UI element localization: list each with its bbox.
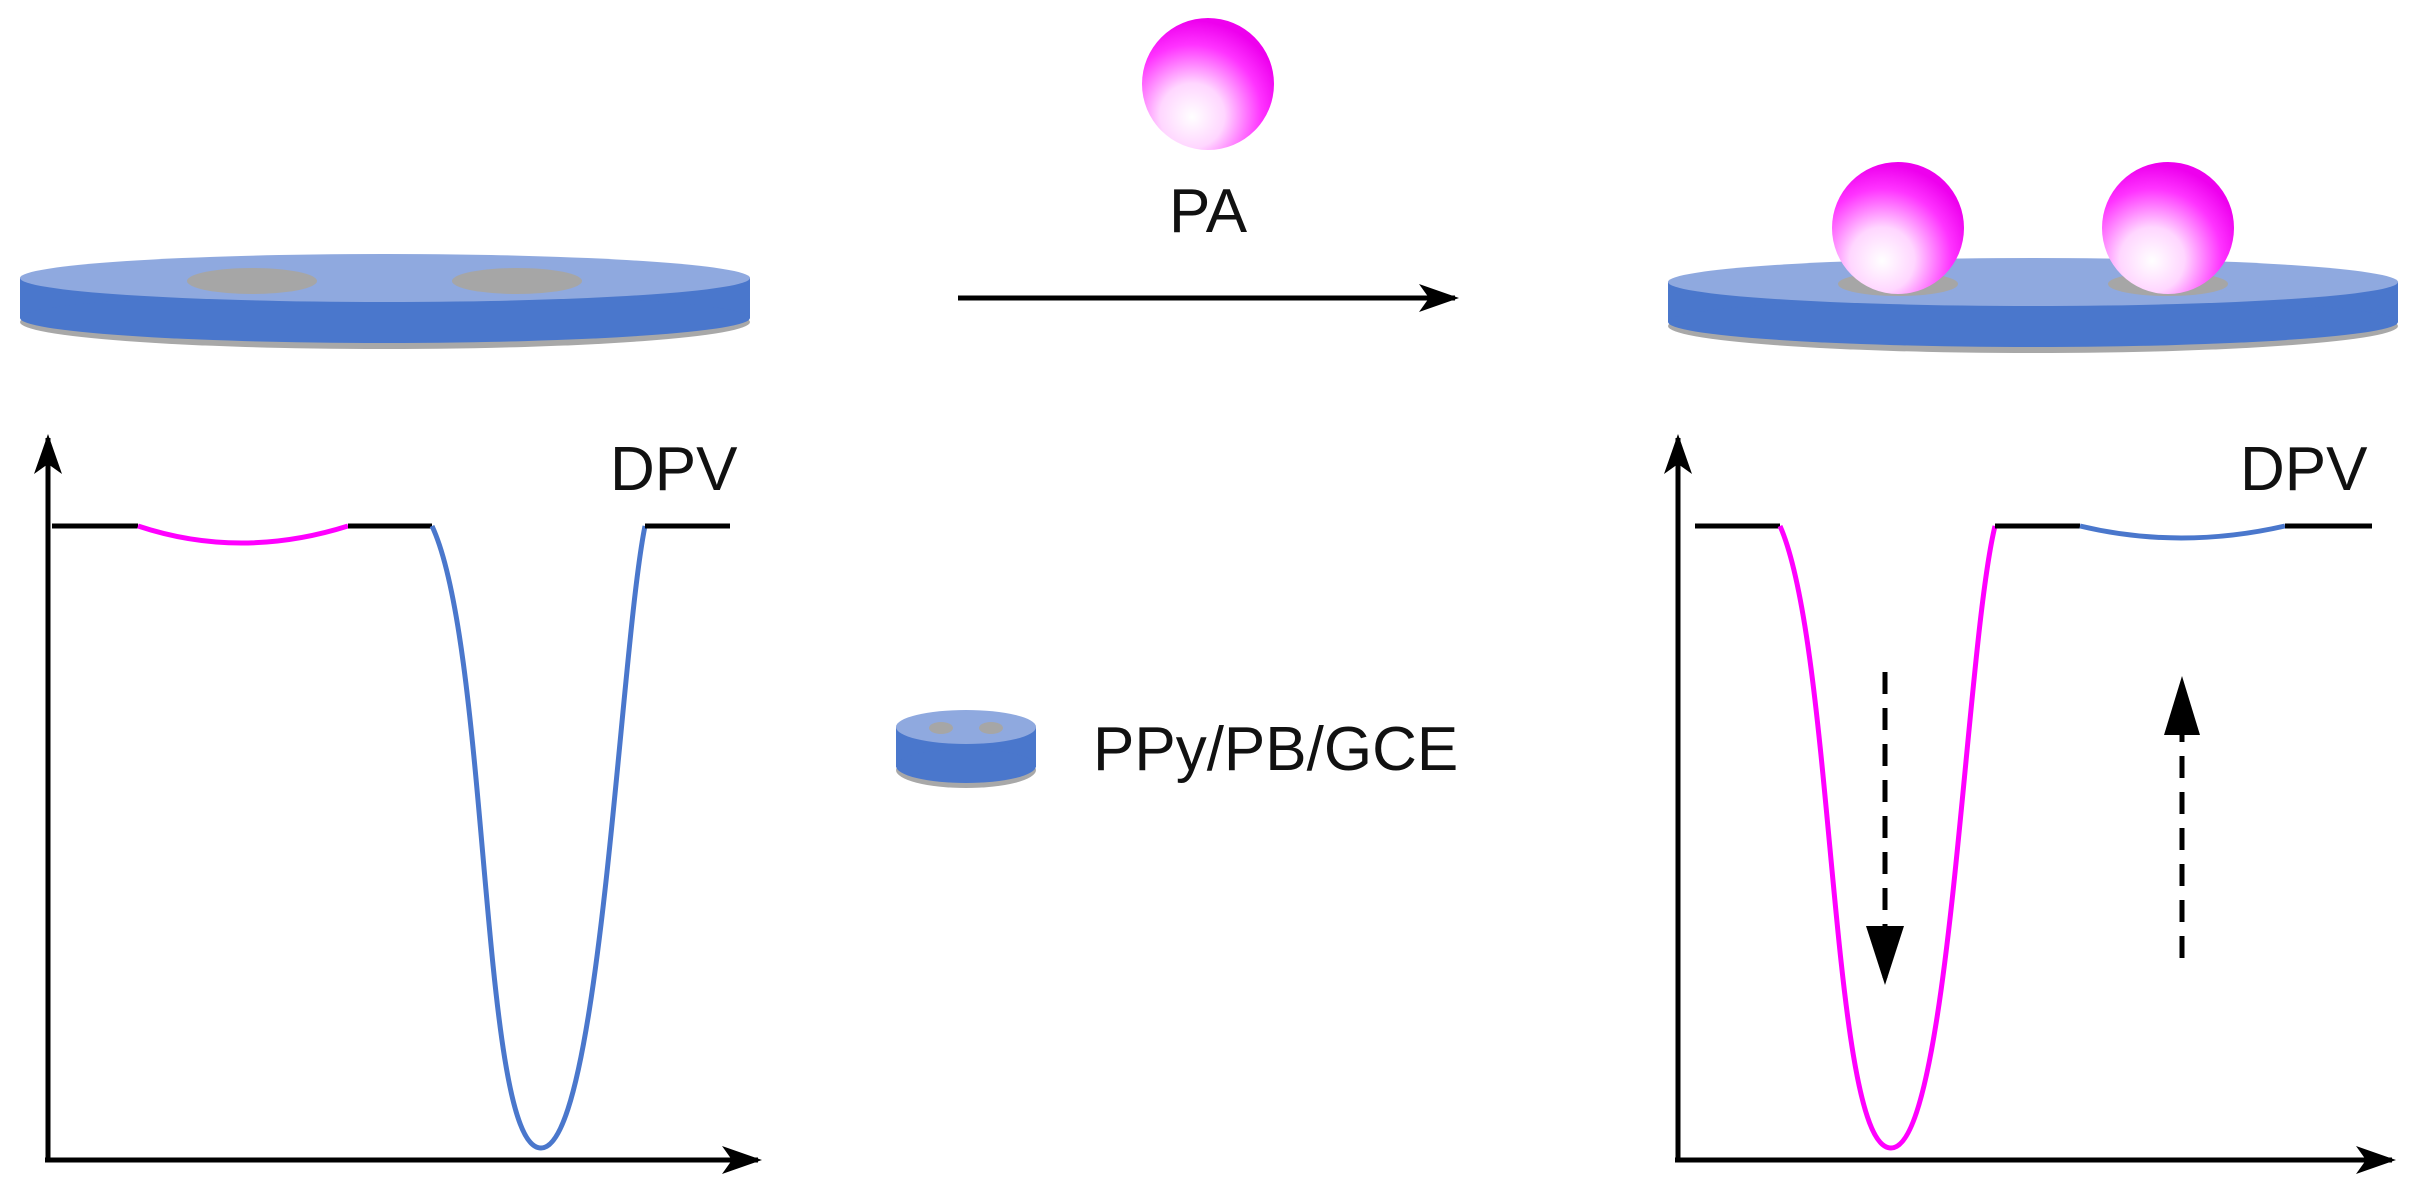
- pb-site-spot: [452, 268, 582, 294]
- pb-response-curve: [2079, 523, 2286, 541]
- pa-response-curve: [137, 523, 349, 546]
- electrode-top: [1668, 258, 2398, 306]
- legend-electrode-side-bottom: [896, 749, 1036, 783]
- legend: PPy/PB/GCE: [896, 710, 1458, 788]
- bare-electrode: [20, 254, 750, 349]
- increase-arrow-head-icon: [1866, 926, 1904, 985]
- electrode-side-bottom: [20, 293, 750, 343]
- legend-electrode-top: [896, 710, 1036, 744]
- reagent-label: PA: [1169, 177, 1248, 246]
- legend-spot: [979, 722, 1003, 734]
- pa-bound-electrode: [1668, 162, 2398, 353]
- electrode-side-bottom: [1668, 297, 2398, 347]
- pa-response-curve: [1777, 524, 1998, 1151]
- decrease-arrow-head-icon: [2164, 676, 2200, 735]
- dpv-label: DPV: [610, 435, 738, 504]
- legend-spot: [929, 722, 953, 734]
- pb-response-curve: [429, 524, 648, 1151]
- pb-site-spot: [187, 268, 317, 294]
- reagent-group: PA: [958, 18, 1459, 312]
- right-dpv-plot: DPV: [1664, 434, 2396, 1174]
- dpv-label: DPV: [2240, 435, 2368, 504]
- electrode-top: [20, 254, 750, 302]
- pa-sphere-icon: [2102, 162, 2234, 294]
- left-dpv-plot: DPV: [34, 434, 762, 1174]
- pa-sphere-icon: [1832, 162, 1964, 294]
- legend-label: PPy/PB/GCE: [1093, 715, 1458, 784]
- pa-sphere-icon: [1142, 18, 1274, 150]
